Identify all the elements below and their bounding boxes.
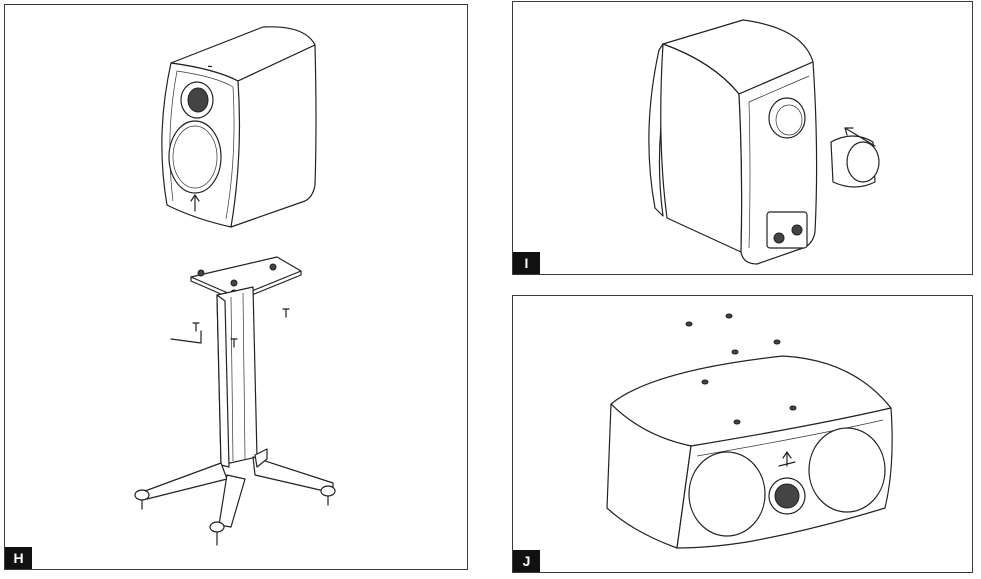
- panel-label-h: H: [5, 547, 32, 569]
- panel-label-j: J: [513, 550, 540, 572]
- bookshelf-speaker-illustration: ▬: [162, 27, 316, 227]
- panel-h-illustration: ▬: [5, 5, 468, 570]
- panel-h: ▬: [4, 4, 468, 570]
- speaker-stand-illustration: [135, 257, 335, 545]
- panel-j-illustration: [513, 296, 973, 573]
- panel-i-illustration: [513, 2, 973, 275]
- svg-text:▬: ▬: [208, 63, 212, 68]
- center-speaker-illustration: [607, 356, 892, 548]
- speaker-rear-illustration: [649, 20, 817, 264]
- foam-plug-illustration: [831, 136, 879, 187]
- panel-j: J: [512, 295, 973, 573]
- insert-arrow: [845, 128, 875, 146]
- panel-label-i: I: [513, 252, 540, 274]
- rubber-feet: [686, 314, 780, 354]
- panel-i: I: [512, 1, 973, 275]
